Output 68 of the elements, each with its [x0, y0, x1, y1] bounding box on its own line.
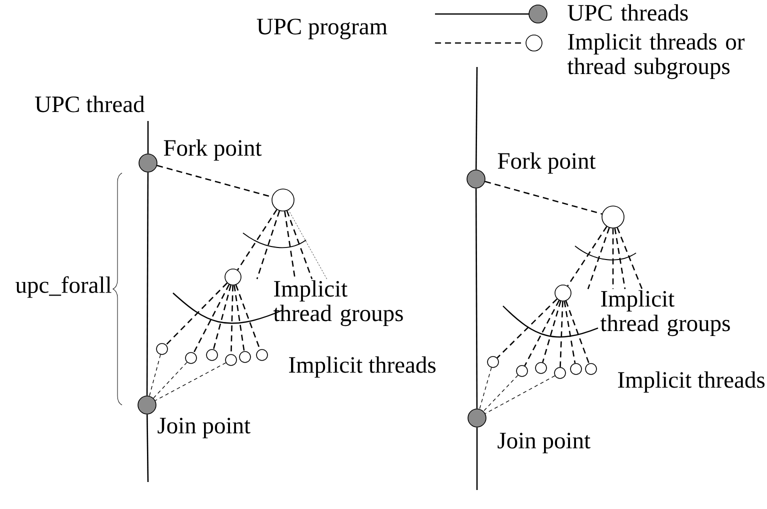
dashed-line — [483, 374, 518, 412]
group-circle — [602, 206, 624, 228]
dashed-line — [484, 375, 556, 414]
dashed-line — [479, 367, 492, 410]
thread-circle — [138, 154, 158, 172]
dashed-line — [524, 300, 560, 366]
dashed-line — [166, 282, 228, 346]
dashed-line — [235, 284, 261, 350]
thread-circle — [466, 170, 486, 188]
point-label: Join point — [498, 432, 590, 454]
small-circle — [535, 362, 547, 374]
small-circle — [554, 367, 566, 379]
small-circle — [239, 351, 251, 363]
dashed-line — [542, 300, 562, 363]
dashed-line — [614, 228, 626, 290]
small-circle — [516, 365, 528, 377]
dashed-line — [616, 227, 643, 290]
thread-circle — [468, 408, 486, 428]
dashed-line — [193, 284, 230, 354]
dashed-line — [612, 228, 614, 289]
dashed-line — [149, 354, 161, 396]
thread-line — [146, 414, 149, 482]
text-label: Implicit threads — [618, 371, 765, 393]
leader-line — [288, 210, 328, 280]
dashed-line — [237, 209, 278, 270]
dashed-line — [256, 210, 280, 280]
text-label: Implicit thread groups — [600, 290, 730, 336]
dashed-line — [587, 228, 610, 290]
group-circle — [272, 188, 294, 212]
dashed-line — [496, 298, 558, 358]
point-label: Join point — [158, 418, 250, 438]
point-label: Fork point — [164, 139, 262, 161]
small-circle — [156, 343, 168, 355]
small-circle — [256, 349, 268, 361]
brace-label: upc_forall — [16, 276, 112, 298]
subgroup-circle — [554, 284, 572, 302]
small-circle — [225, 354, 237, 366]
small-circle — [585, 363, 597, 375]
text-label: Implicit thread groups — [273, 280, 403, 326]
text-label: UPC thread — [34, 96, 145, 112]
thread-line — [475, 67, 478, 170]
dashed-line — [567, 226, 608, 286]
small-circle — [487, 356, 499, 368]
dashed-line — [286, 210, 313, 280]
dashed-line — [212, 284, 232, 350]
dashed-line — [153, 362, 188, 398]
dashed-line — [154, 362, 226, 401]
thread-line — [147, 121, 149, 154]
legend-text: Implicit threads or thread subgroups — [567, 33, 745, 80]
thread-line — [475, 188, 478, 409]
thread-line — [146, 172, 149, 396]
dashed-line — [560, 301, 564, 368]
dashed-line — [484, 180, 602, 215]
dashed-line — [284, 211, 296, 280]
thread-circle — [138, 396, 156, 414]
small-circle — [570, 363, 582, 375]
dashed-line — [230, 285, 234, 354]
thread-line — [476, 427, 478, 490]
dashed-line — [564, 301, 576, 364]
heading: UPC program — [256, 18, 388, 40]
legend-text: UPC threads — [568, 4, 688, 21]
dashed-line — [565, 300, 590, 364]
subgroup-circle — [224, 268, 242, 286]
dashed-line — [234, 285, 245, 352]
point-label: Fork point — [498, 152, 596, 174]
text-label: Implicit threads — [289, 356, 436, 378]
small-circle — [206, 349, 218, 361]
small-circle — [185, 352, 197, 364]
